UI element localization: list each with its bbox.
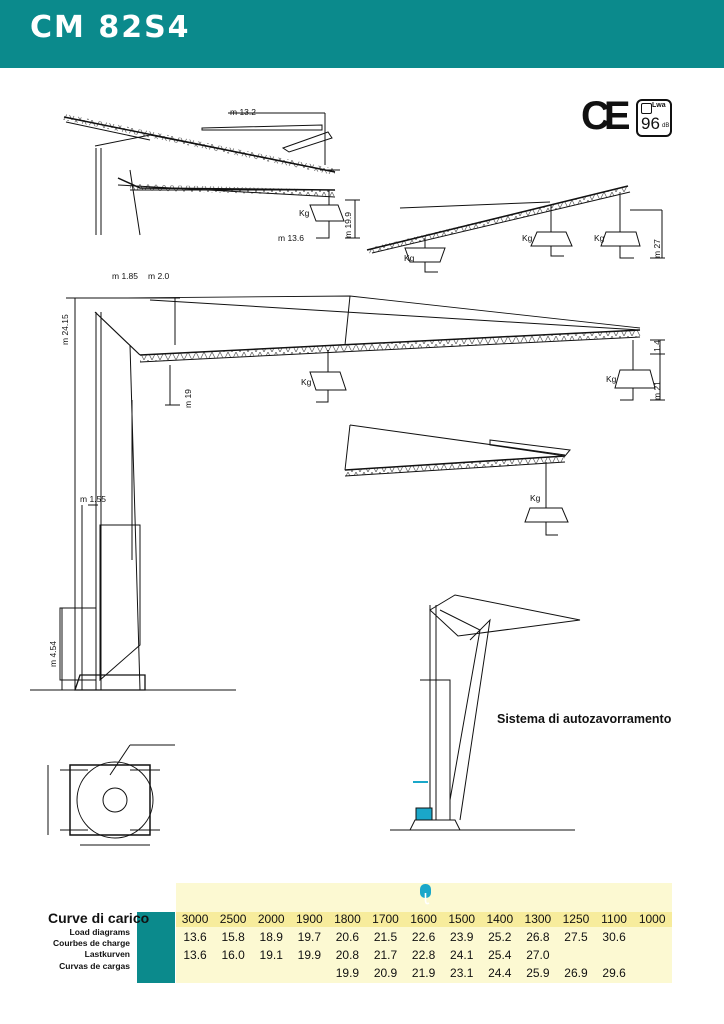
reach-cell: 19.7 bbox=[297, 930, 321, 944]
reach-cell: 24.4 bbox=[488, 966, 512, 980]
load-cell: 1300 bbox=[524, 912, 552, 926]
noise-label: Lwa bbox=[652, 102, 666, 109]
reach-cell: 19.1 bbox=[259, 948, 283, 962]
dim-top-reach-1: m 13.2 bbox=[230, 107, 256, 117]
load-table-subtitle-es: Curvas de cargas bbox=[59, 961, 130, 971]
reach-cell: 29.6 bbox=[602, 966, 626, 980]
reach-cell: 13.6 bbox=[183, 948, 207, 962]
reach-cell bbox=[557, 948, 595, 962]
reach-cell bbox=[252, 966, 290, 980]
crane-drawing bbox=[30, 112, 665, 846]
reach-cell: 19.9 bbox=[297, 948, 321, 962]
load-table-subtitle-en: Load diagrams bbox=[69, 927, 130, 937]
reach-cell bbox=[633, 966, 671, 980]
header-bar: CM 82S4 bbox=[0, 0, 724, 68]
load-cell: 1500 bbox=[448, 912, 476, 926]
kg-label-6: Kg bbox=[606, 374, 617, 384]
self-ballasting-caption: Sistema di autozavorramento bbox=[497, 712, 672, 726]
load-header-row: 3000 2500 2000 1900 1800 1700 1600 1500 … bbox=[176, 912, 671, 926]
reach-cell: 21.9 bbox=[411, 966, 436, 980]
reach-cell: 23.9 bbox=[450, 930, 474, 944]
load-cell: 1800 bbox=[334, 912, 361, 926]
dim-base-height: m 4.54 bbox=[48, 641, 58, 667]
page-title: CM 82S4 bbox=[30, 10, 191, 45]
load-cell: 2000 bbox=[257, 912, 285, 926]
load-cell: 1700 bbox=[372, 912, 399, 926]
reach-cell bbox=[633, 948, 671, 962]
kg-label-4: Kg bbox=[594, 233, 605, 243]
load-cell: 1600 bbox=[410, 912, 437, 926]
reach-cell: 26.8 bbox=[526, 930, 550, 944]
reach-cell bbox=[290, 966, 328, 980]
noise-value: 96 bbox=[641, 114, 660, 133]
noise-level-badge: Lwa 96 dB bbox=[636, 99, 672, 137]
reach-row-1: 13.6 15.8 18.9 19.7 20.6 21.5 22.6 23.9 … bbox=[176, 930, 671, 944]
dim-top-height-1: m 19.9 bbox=[343, 212, 353, 238]
reach-cell: 25.9 bbox=[526, 966, 550, 980]
reach-cell: 26.9 bbox=[564, 966, 588, 980]
load-cell: 1000 bbox=[638, 912, 666, 926]
reach-cell: 19.9 bbox=[335, 966, 360, 980]
load-table-subtitle-fr: Courbes de charge bbox=[53, 938, 130, 948]
reach-cell: 20.6 bbox=[335, 930, 360, 944]
reach-cell: 18.9 bbox=[259, 930, 283, 944]
reach-cell: 22.8 bbox=[411, 948, 436, 962]
ce-mark: CE bbox=[581, 94, 631, 138]
reach-cell bbox=[214, 966, 252, 980]
dim-height-main: m 24.15 bbox=[60, 314, 70, 345]
reach-cell bbox=[595, 948, 633, 962]
reach-cell: 30.6 bbox=[602, 930, 626, 944]
load-table-subtitle-de: Lastkurven bbox=[84, 949, 130, 959]
kg-label-2: Kg bbox=[404, 253, 415, 263]
dim-height-21: m 21 bbox=[652, 381, 662, 400]
reach-cell: 21.5 bbox=[373, 930, 398, 944]
reach-cell: 24.1 bbox=[450, 948, 474, 962]
hook-icon bbox=[420, 884, 431, 905]
load-cell: 1900 bbox=[295, 912, 323, 926]
reach-cell: 16.0 bbox=[221, 948, 245, 962]
reach-cell: 23.1 bbox=[450, 966, 474, 980]
load-cell: 1400 bbox=[486, 912, 514, 926]
load-header-row-bg bbox=[176, 912, 672, 927]
load-cell: 3000 bbox=[181, 912, 209, 926]
reach-cell: 20.8 bbox=[335, 948, 360, 962]
kg-label-5: Kg bbox=[301, 377, 312, 387]
reach-cell: 22.6 bbox=[411, 930, 436, 944]
table-label-block bbox=[137, 912, 175, 983]
load-cell: 1100 bbox=[601, 912, 627, 926]
dim-offset-1: m 1.85 bbox=[112, 271, 138, 281]
dim-top-reach-2: m 13.6 bbox=[278, 233, 304, 243]
reach-cell: 20.9 bbox=[373, 966, 398, 980]
reach-row-2: 13.6 16.0 19.1 19.9 20.8 21.7 22.8 24.1 … bbox=[176, 948, 671, 962]
reach-cell bbox=[176, 966, 214, 980]
kg-label-3: Kg bbox=[522, 233, 533, 243]
reach-cell: 13.6 bbox=[183, 930, 207, 944]
dim-offset-2: m 2.0 bbox=[148, 271, 170, 281]
load-cell: 2500 bbox=[219, 912, 247, 926]
reach-cell: 21.7 bbox=[373, 948, 398, 962]
kg-label-1: Kg bbox=[299, 208, 310, 218]
dim-mast-offset: m 1.55 bbox=[80, 494, 106, 504]
load-cell: 1250 bbox=[562, 912, 590, 926]
reach-cell: 27.0 bbox=[526, 948, 550, 962]
reach-cell: 15.8 bbox=[221, 930, 245, 944]
dim-height-19: m 19 bbox=[183, 389, 193, 408]
kg-label-7: Kg bbox=[530, 493, 541, 503]
dim-top-height-2: m 27 bbox=[652, 239, 662, 258]
reach-cell: 27.5 bbox=[564, 930, 588, 944]
reach-cell: 25.4 bbox=[488, 948, 512, 962]
reach-cell bbox=[633, 930, 671, 944]
sound-icon bbox=[641, 103, 652, 114]
reach-row-3: 19.9 20.9 21.9 23.1 24.4 25.9 26.9 29.6 bbox=[176, 966, 671, 980]
dim-height-1-4: 1.4 bbox=[652, 340, 662, 352]
reach-cell: 25.2 bbox=[488, 930, 512, 944]
load-table-title: Curve di carico bbox=[48, 910, 150, 926]
load-table bbox=[176, 883, 672, 983]
noise-unit: dB bbox=[662, 123, 670, 129]
